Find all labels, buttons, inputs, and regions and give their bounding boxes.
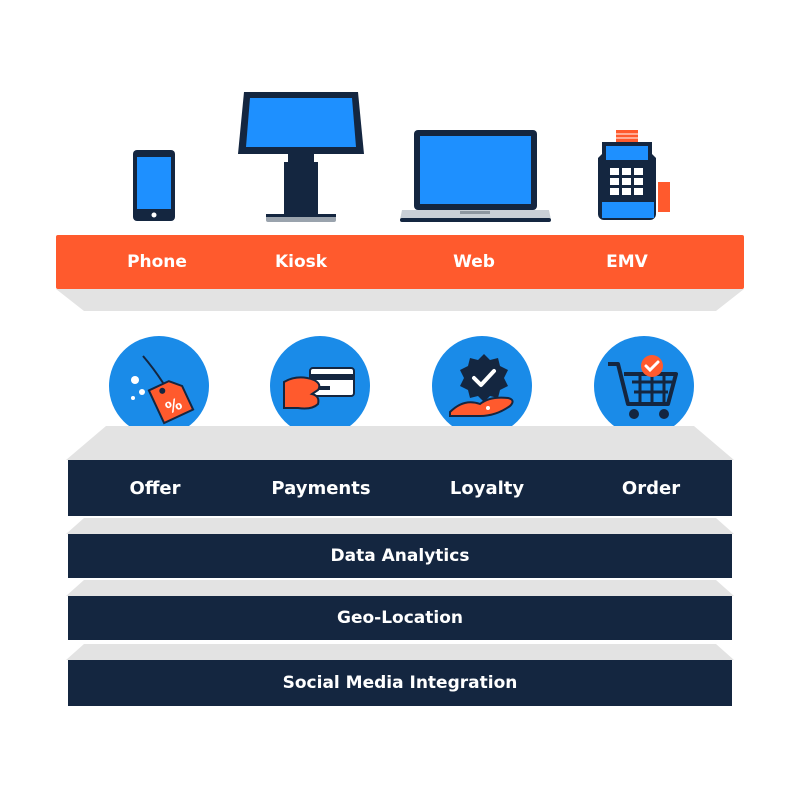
layer-label-social: Social Media Integration <box>282 673 518 693</box>
kiosk-icon <box>238 92 364 222</box>
services-shelf <box>66 426 734 460</box>
channel-label-phone: Phone <box>127 252 187 272</box>
channel-label-kiosk: Kiosk <box>274 252 328 272</box>
layer-label-geo: Geo-Location <box>336 608 463 628</box>
svg-text:%: % <box>162 394 185 418</box>
layer-bar-analytics: Data Analytics <box>68 534 732 578</box>
service-label-offer: Offer <box>129 477 181 499</box>
service-label-order: Order <box>621 477 681 499</box>
layer-shelf-geo <box>66 580 734 596</box>
shopping-cart-icon <box>608 355 678 419</box>
layer-shelf-social <box>66 644 734 660</box>
service-label-payments: Payments <box>271 477 371 499</box>
credit-card-hand-icon <box>283 367 355 410</box>
service-label-loyalty: Loyalty <box>449 477 525 499</box>
layer-label-analytics: Data Analytics <box>330 546 470 566</box>
services-bar: Offer Payments Loyalty Order <box>68 460 732 516</box>
order-circle <box>594 336 694 436</box>
channel-bar-underside <box>56 289 744 311</box>
channel-label-web: Web <box>453 252 495 272</box>
channel-bar: Phone Kiosk Web EMV <box>56 235 744 289</box>
layer-bar-social: Social Media Integration <box>68 660 732 706</box>
badge-hand-icon <box>449 354 514 417</box>
card-terminal-icon <box>598 130 670 220</box>
phone-icon <box>133 150 175 221</box>
discount-tag-icon: % <box>131 355 195 425</box>
loyalty-circle <box>432 336 532 436</box>
layer-shelf-analytics <box>66 518 734 534</box>
laptop-icon <box>400 130 551 222</box>
layer-bar-geo: Geo-Location <box>68 596 732 640</box>
payments-circle <box>270 336 370 436</box>
channel-label-emv: EMV <box>606 252 648 272</box>
offer-circle: % <box>109 336 209 436</box>
